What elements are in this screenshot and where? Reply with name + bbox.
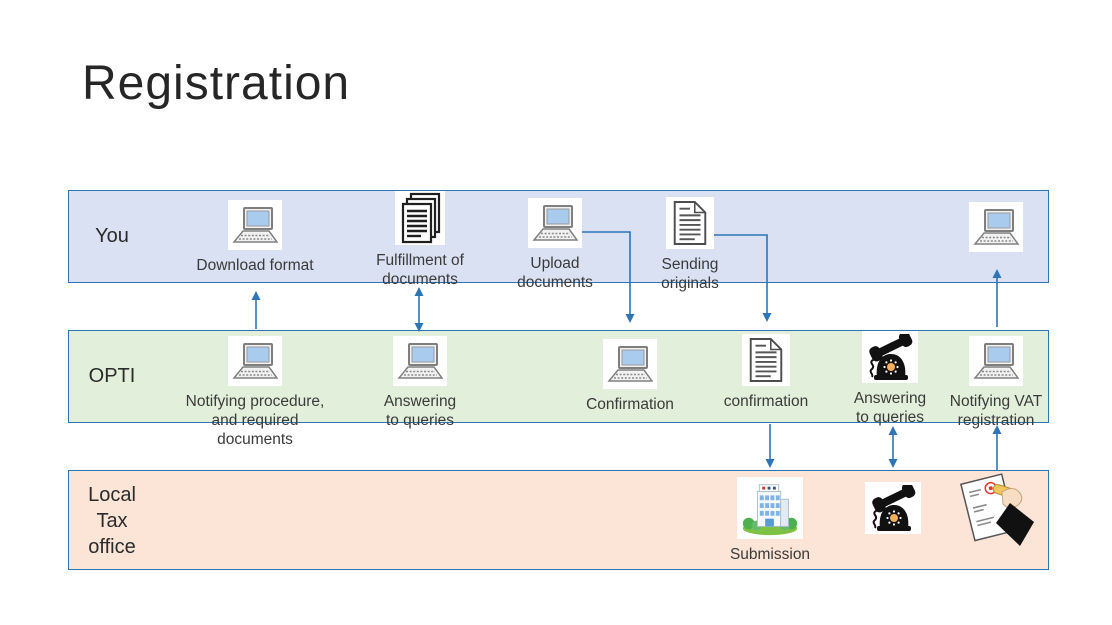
step-label: Submission <box>729 546 811 563</box>
stamp-approval-icon <box>958 470 1035 553</box>
documents-stack-icon <box>395 191 445 245</box>
laptop-icon <box>228 336 282 386</box>
step-label: Confirmation <box>586 396 674 413</box>
step-label: Sending originals <box>661 256 719 292</box>
step-label: Notifying procedure, and required docume… <box>185 393 325 448</box>
laptop-icon <box>969 336 1023 386</box>
step-label: Download format <box>196 257 314 274</box>
document-icon <box>742 334 790 386</box>
arrow-confirmation-to-submission <box>765 424 775 468</box>
step-answering-queries-phone: Answering to queries <box>790 331 990 427</box>
step-receive-registration <box>896 202 1096 252</box>
lane-opti-label: OPTI <box>88 365 136 387</box>
step-tax-office-phone <box>793 482 993 534</box>
lane-you-label: You <box>95 225 129 247</box>
arrow-phone-bidirectional <box>888 426 898 468</box>
document-icon <box>666 197 714 249</box>
lane-tax-label: Local Tax office <box>88 484 136 558</box>
arrow-notify-procedure-up <box>251 291 261 329</box>
step-label: Answering to queries <box>383 393 457 429</box>
step-upload-documents: Upload documents <box>455 198 655 292</box>
step-confirmation-laptop: Confirmation <box>530 339 730 414</box>
step-answering-queries-online: Answering to queries <box>320 336 520 430</box>
laptop-icon <box>228 200 282 250</box>
laptop-icon <box>393 336 447 386</box>
step-label: Answering to queries <box>853 390 927 426</box>
step-sending-originals: Sending originals <box>590 197 790 293</box>
phone-icon <box>865 482 921 534</box>
step-confirmation-document: confirmation <box>666 334 866 411</box>
laptop-icon <box>969 202 1023 252</box>
laptop-icon <box>603 339 657 389</box>
step-notifying-vat-registration: Notifying VAT registration <box>896 336 1096 430</box>
step-stamping-approval <box>896 470 1096 553</box>
step-label: confirmation <box>723 393 809 410</box>
step-download-format: Download format <box>155 200 355 275</box>
laptop-icon <box>528 198 582 248</box>
step-notifying-procedure: Notifying procedure, and required docume… <box>155 336 355 449</box>
arrow-queries-bidirectional <box>414 287 424 332</box>
step-label: Upload documents <box>517 255 593 291</box>
step-submission: Submission <box>670 477 870 564</box>
phone-icon <box>862 331 918 383</box>
office-building-icon <box>737 477 803 539</box>
step-fulfillment-of-documents: Fulfillment of documents <box>320 191 520 289</box>
page-title: Registration <box>82 57 351 110</box>
arrow-stamp-to-vat <box>992 425 1002 471</box>
step-label: Notifying VAT registration <box>949 393 1043 429</box>
step-label: Fulfillment of documents <box>376 252 464 288</box>
